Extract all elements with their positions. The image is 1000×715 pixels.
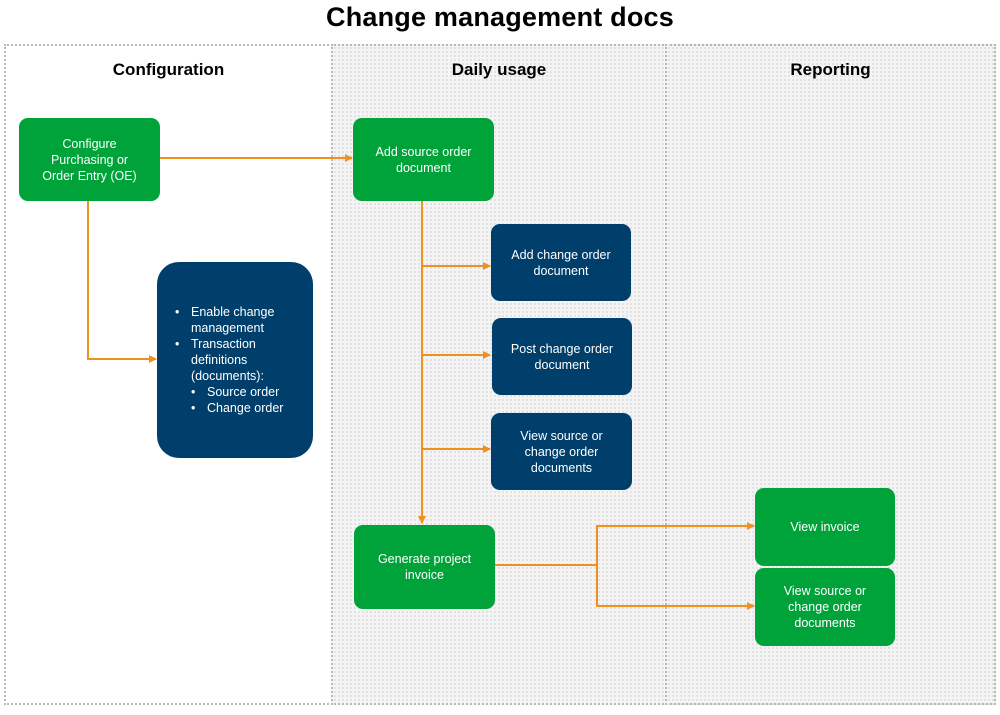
- view-invoice-node: View invoice: [755, 488, 895, 566]
- add-change-node: Add change order document: [491, 224, 631, 301]
- lane-title-configuration: Configuration: [112, 60, 225, 79]
- settings-node: Enable change management Transaction def…: [157, 262, 313, 458]
- view-docs-report-node-label: View source or change order documents: [783, 584, 867, 630]
- settings-sublist: Source order Change order: [191, 384, 299, 416]
- settings-item-definitions-label: Transaction definitions (documents):: [191, 337, 264, 383]
- settings-list: Enable change management Transaction def…: [175, 304, 299, 416]
- generate-invoice-node-label: Generate project invoice: [377, 552, 472, 582]
- lane-title-reporting: Reporting: [790, 60, 871, 79]
- settings-item-definitions: Transaction definitions (documents): Sou…: [175, 336, 299, 416]
- lane-title-daily-usage: Daily usage: [451, 60, 547, 79]
- post-change-node-label: Post change order document: [510, 341, 614, 372]
- view-invoice-node-label: View invoice: [790, 520, 860, 534]
- view-docs-node: View source or change order documents: [491, 413, 632, 490]
- view-docs-node-label: View source or change order documents: [520, 428, 603, 475]
- add-source-node: Add source order document: [353, 118, 494, 201]
- view-docs-report-node: View source or change order documents: [755, 568, 895, 646]
- configure-node-label: Configure Purchasing or Order Entry (OE): [42, 136, 137, 183]
- diagram-title: Change management docs: [326, 2, 674, 32]
- settings-sub-change: Change order: [191, 400, 299, 416]
- settings-item-enable: Enable change management: [175, 304, 299, 336]
- settings-sub-source: Source order: [191, 384, 299, 400]
- post-change-node: Post change order document: [492, 318, 632, 395]
- configure-node: Configure Purchasing or Order Entry (OE): [19, 118, 160, 201]
- add-change-node-label: Add change order document: [511, 247, 611, 278]
- add-source-node-label: Add source order document: [375, 144, 472, 175]
- generate-invoice-node: Generate project invoice: [354, 525, 495, 609]
